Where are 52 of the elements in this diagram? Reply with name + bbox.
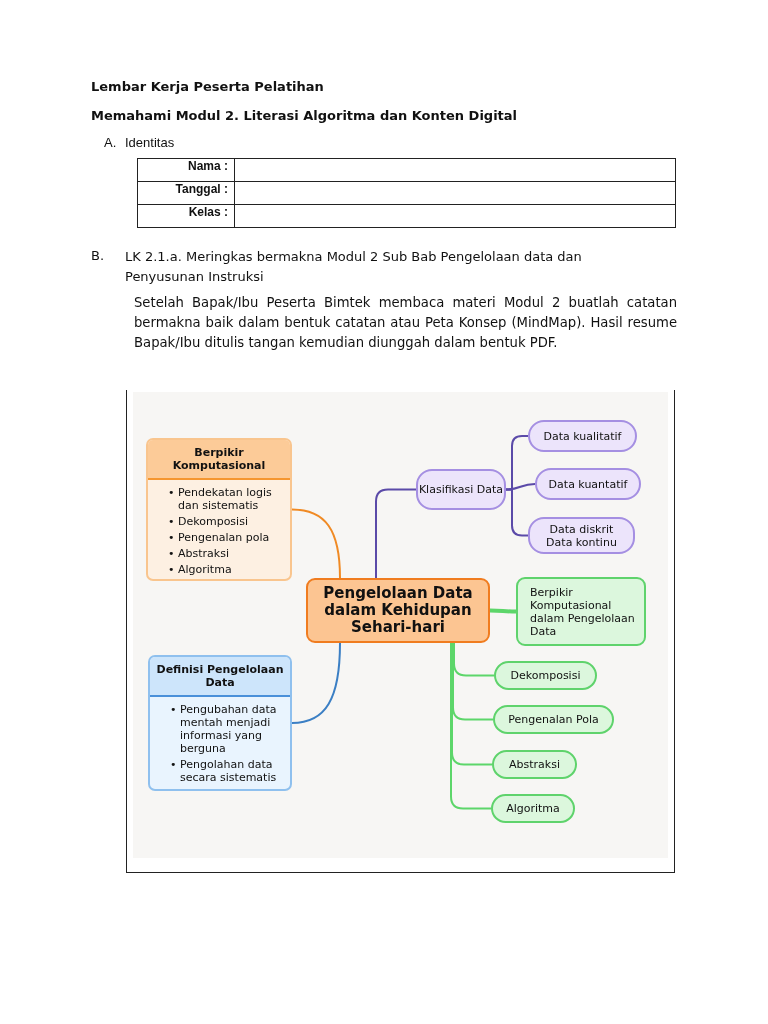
bullet-item: • Algoritma [168,563,233,576]
document-subtitle: Memahami Modul 2. Literasi Algoritma dan Konten Digital [91,107,518,125]
node-text: Data kualitatif [543,429,622,443]
topic-card [146,438,292,581]
topic-box [516,577,646,646]
instruction-paragraph: Setelah Bapak/Ibu Peserta Bimtek membaca materi Modul 2 buatlah catatan bermakna baik dalam bentuk catatan atau Peta Konsep (MindMap). Hasil resume Bapak/Ibu ditulis tangan kemudian diunggah dalam bentuk PDF. [134,294,677,352]
connector-line [451,642,493,766]
node-text: Data kuantatif [548,477,628,491]
connector-line [291,642,341,724]
node-text: Algoritma [506,802,560,815]
node-text: Berpikir Komputasional dalam Pengelolaan Data [530,585,636,638]
node-text: Pengelolaan Data dalam Kehidupan Sehari-hari [322,585,474,636]
bullet-item: • Pengenalan pola [168,531,271,544]
document-title: Lembar Kerja Peserta Pelatihan [91,78,324,96]
subtopic-pill [492,750,577,779]
bullet-item: • Pengubahan data mentah menjadi informasi yang berguna [170,703,278,755]
connector-line [375,488,417,579]
subtopic-pill [493,705,614,734]
node-text: Dekomposisi [510,669,581,682]
subtopic-pill [491,794,575,823]
node-text: Data diskrit [549,522,614,536]
bullet-item: • Dekomposisi [168,515,249,528]
field-label: Tanggal : [137,181,235,205]
subtopic-pill [416,469,506,510]
subtopic-pill [535,468,641,500]
node-text: Abstraksi [509,758,560,771]
connector-line [291,508,341,579]
connector-line [453,642,495,677]
connector-line [450,642,492,810]
card-heading: Berpikir Komputasional [148,440,290,480]
section-heading: LK 2.1.a. Meringkas bermakna Modul 2 Sub Bab Pengelolaan data dan Penyusunan Instruksi [125,248,583,286]
field-label: Kelas : [137,204,235,228]
section-letter: A. [104,134,117,152]
node-text: Pengenalan Pola [508,713,599,726]
subtopic-pill [528,420,637,452]
node-text: Klasifikasi Data [418,483,504,496]
bullet-item: • Pengolahan data secara sistematis [170,758,278,784]
connector-line [452,642,494,721]
node-text: Data kontinu [546,535,617,549]
section-letter: B. [91,247,105,265]
card-heading: Definisi Pengelolaan Data [150,657,290,697]
connector-line [505,488,529,537]
section-heading: Identitas [125,134,175,152]
field-label: Nama : [137,158,235,182]
central-topic-box [306,578,490,643]
bullet-item: • Abstraksi [168,547,230,560]
bullet-item: • Pendekatan logis dan sistematis [168,486,273,512]
connector-line [490,608,516,614]
subtopic-pill [494,661,597,690]
connector-line [505,483,536,491]
topic-card [148,655,292,791]
subtopic-pill [528,517,635,554]
